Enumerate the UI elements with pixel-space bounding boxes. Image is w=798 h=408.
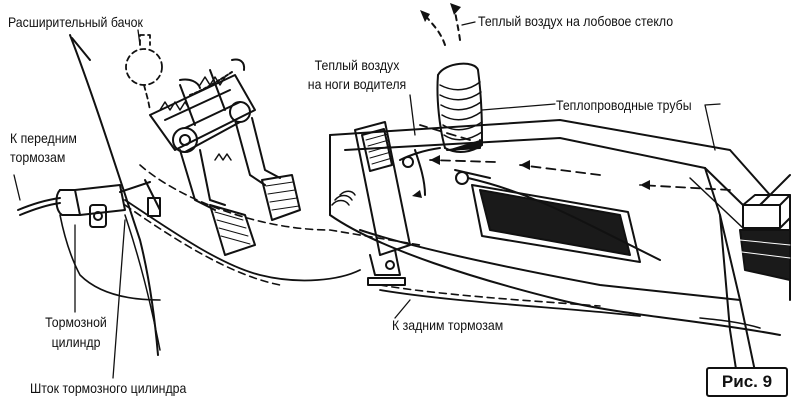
airflow-arrows xyxy=(419,124,731,191)
expansion-tank xyxy=(125,34,163,111)
corrugated-hose xyxy=(436,62,483,153)
heater-control xyxy=(399,147,661,261)
label-windshield-air: Теплый воздух на лобовое стекло xyxy=(478,13,674,29)
label-heat-pipes: Теплопроводные трубы xyxy=(556,97,692,113)
label-front-brakes-line1: К передним xyxy=(10,130,77,146)
windshield-air-arrows xyxy=(420,3,461,46)
floor-recess xyxy=(471,184,791,281)
brake-cylinder xyxy=(17,179,161,228)
label-front-brakes-line2: тормозам xyxy=(10,149,66,165)
accelerator-pedal xyxy=(331,121,411,286)
pedal-assembly xyxy=(149,58,301,256)
label-cylinder-rod: Шток тормозного цилиндра xyxy=(30,380,187,396)
label-rear-brakes: К задним тормозам xyxy=(392,317,504,333)
label-driver-feet-air-line1: Теплый воздух xyxy=(314,57,400,73)
label-brake-cylinder-line2: цилиндр xyxy=(51,334,101,350)
leader-lines xyxy=(13,21,721,379)
label-brake-cylinder-line1: Тормозной xyxy=(45,314,107,330)
heat-duct xyxy=(689,167,791,229)
floor-channel xyxy=(329,119,791,396)
figure-caption: Рис. 9 xyxy=(706,367,788,397)
brake-lines xyxy=(59,164,761,329)
bulkhead xyxy=(69,34,161,356)
label-driver-feet-air-line2: на ноги водителя xyxy=(307,76,407,92)
airflow-arrowheads xyxy=(430,155,650,190)
label-expansion-tank: Расширительный бачок xyxy=(8,14,143,30)
